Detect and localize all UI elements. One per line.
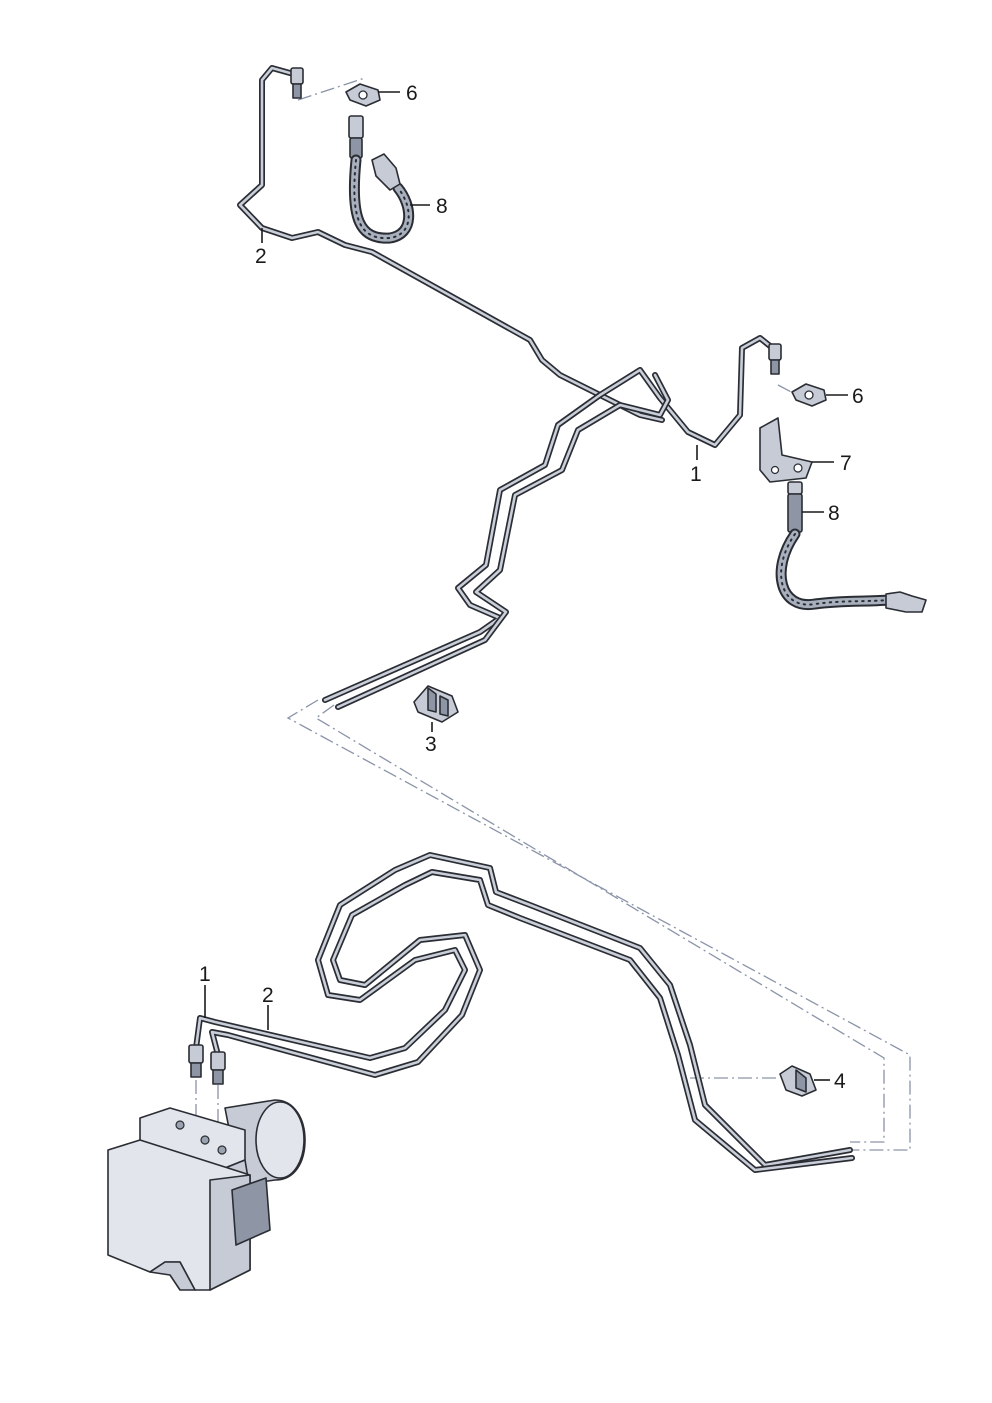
callout-8-left: 8 <box>436 195 448 218</box>
abs-unit-icon <box>107 1099 306 1291</box>
brake-line-1-upper <box>322 335 778 710</box>
clip-6-right-icon <box>791 383 827 407</box>
assembly-guide-lines <box>195 77 911 1151</box>
pipe-fitting-upper-left <box>290 67 304 99</box>
callout-2-upper: 2 <box>255 245 267 268</box>
pipe-fittings-abs <box>188 1044 226 1085</box>
callout-1-upper: 1 <box>690 463 702 486</box>
pipe-clip-3-icon <box>413 685 459 723</box>
callout-7: 7 <box>840 452 852 475</box>
callout-labels: 2 6 8 1 6 7 8 3 1 2 4 <box>199 82 864 1093</box>
brake-hose-8-left <box>348 115 415 244</box>
callout-3: 3 <box>425 733 437 756</box>
brake-hose-8-right <box>775 481 927 613</box>
callout-6-left: 6 <box>406 82 418 105</box>
pipe-fitting-upper-right <box>768 343 782 375</box>
pipe-clip-4-icon <box>779 1065 817 1097</box>
bracket-7-icon <box>759 417 813 483</box>
callout-6-right: 6 <box>852 385 864 408</box>
callout-2-lower: 2 <box>262 984 274 1007</box>
callout-4: 4 <box>834 1070 846 1093</box>
brake-line-2-upper <box>237 65 665 423</box>
callout-1-lower: 1 <box>199 963 211 986</box>
leader-lines <box>204 91 848 1081</box>
clip-6-left-icon <box>345 83 381 107</box>
brake-lines-lower <box>193 852 855 1173</box>
callout-8-right: 8 <box>828 502 840 525</box>
